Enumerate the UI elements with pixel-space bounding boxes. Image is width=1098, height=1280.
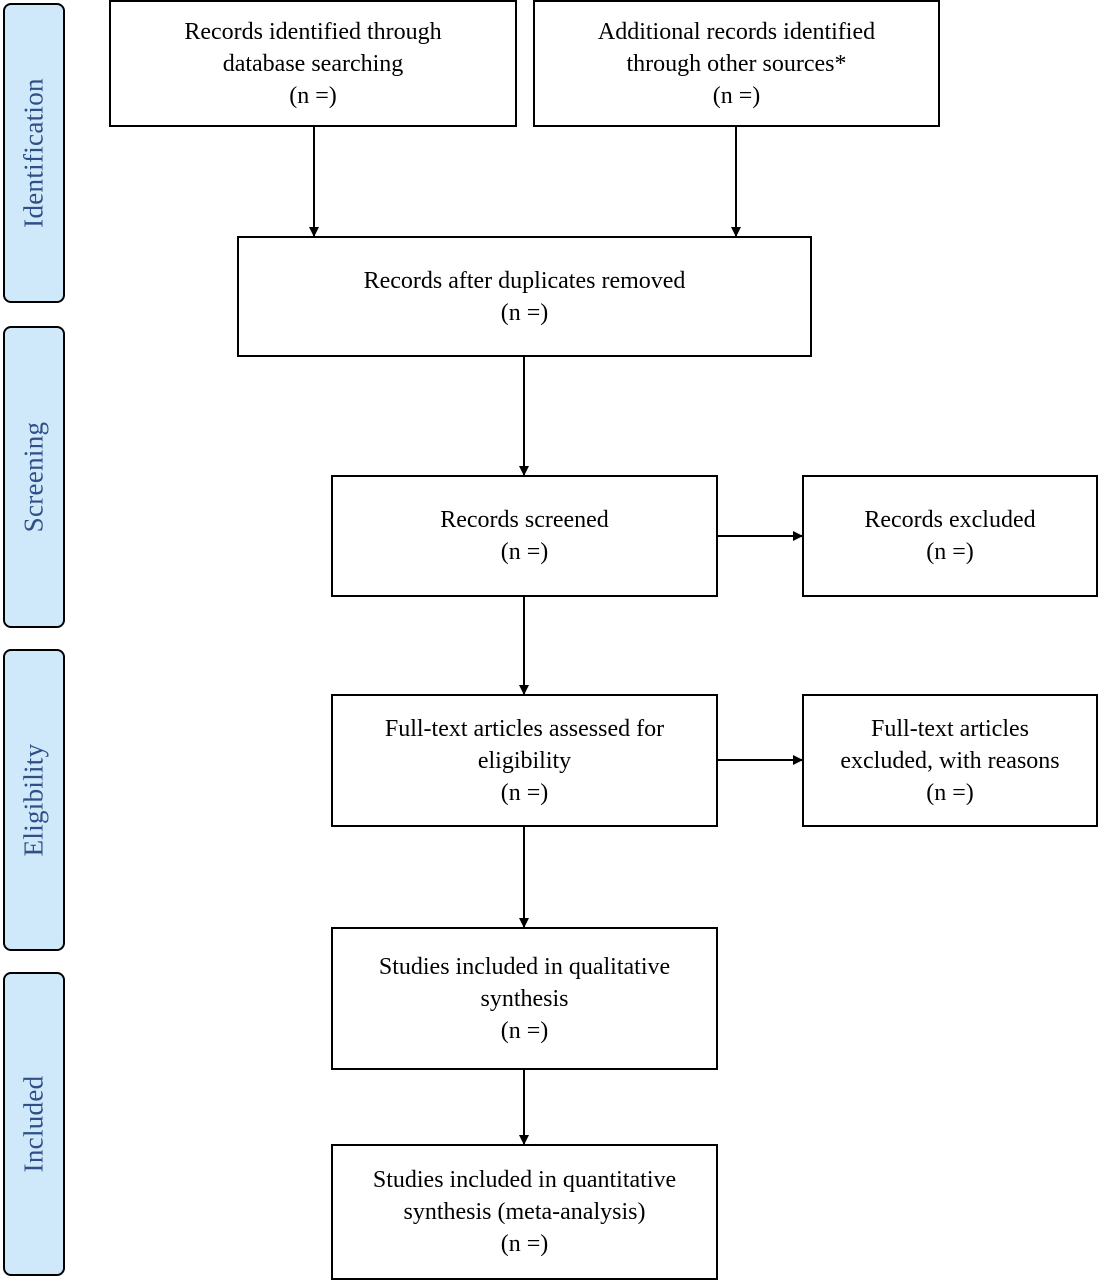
database-records-line2: database searching — [222, 50, 404, 77]
box-fulltext-assessed: Full-text articles assessed for eligibil… — [331, 694, 718, 827]
box-duplicates-removed: Records after duplicates removed (n =) — [237, 236, 812, 357]
quantitative-line1: Studies included in quantitative — [372, 1167, 677, 1193]
records-excluded-count: (n =) — [926, 539, 974, 565]
quantitative-count: (n =) — [500, 1231, 549, 1257]
fulltext-excluded-line2: excluded, with reasons — [840, 747, 1060, 774]
other-sources-line2: through other sources* — [626, 50, 847, 77]
box-records-screened: Records screened (n =) — [331, 475, 718, 597]
phase-included: Included — [3, 972, 65, 1276]
qualitative-count: (n =) — [500, 1017, 549, 1044]
records-excluded-line1: Records excluded — [864, 507, 1036, 533]
box-records-excluded: Records excluded (n =) — [802, 475, 1098, 597]
records-screened-line1: Records screened — [440, 507, 609, 533]
duplicates-removed-count: (n =) — [500, 299, 549, 326]
qualitative-line2: synthesis — [480, 985, 569, 1012]
fulltext-assessed-count: (n =) — [500, 779, 549, 806]
fulltext-excluded-count: (n =) — [926, 779, 974, 806]
phase-eligibility: Eligibility — [3, 649, 65, 951]
box-quantitative-synthesis: Studies included in quantitative synthes… — [331, 1144, 718, 1280]
fulltext-assessed-line1: Full-text articles assessed for — [384, 715, 665, 742]
records-screened-count: (n =) — [500, 539, 549, 565]
box-qualitative-synthesis: Studies included in qualitative synthesi… — [331, 927, 718, 1070]
box-other-sources: Additional records identified through ot… — [533, 0, 940, 127]
qualitative-line1: Studies included in qualitative — [378, 953, 671, 980]
database-records-count: (n =) — [289, 82, 337, 109]
box-fulltext-excluded: Full-text articles excluded, with reason… — [802, 694, 1098, 827]
fulltext-assessed-line2: eligibility — [477, 747, 572, 774]
phase-screening: Screening — [3, 326, 65, 628]
duplicates-removed-line1: Records after duplicates removed — [363, 267, 686, 294]
other-sources-line1: Additional records identified — [597, 18, 876, 45]
database-records-line1: Records identified through — [184, 18, 442, 45]
box-database-records: Records identified through database sear… — [109, 0, 517, 127]
fulltext-excluded-line1: Full-text articles — [871, 715, 1029, 742]
other-sources-count: (n =) — [712, 82, 761, 109]
quantitative-line2: synthesis (meta-analysis) — [403, 1199, 646, 1225]
phase-identification: Identification — [3, 3, 65, 303]
